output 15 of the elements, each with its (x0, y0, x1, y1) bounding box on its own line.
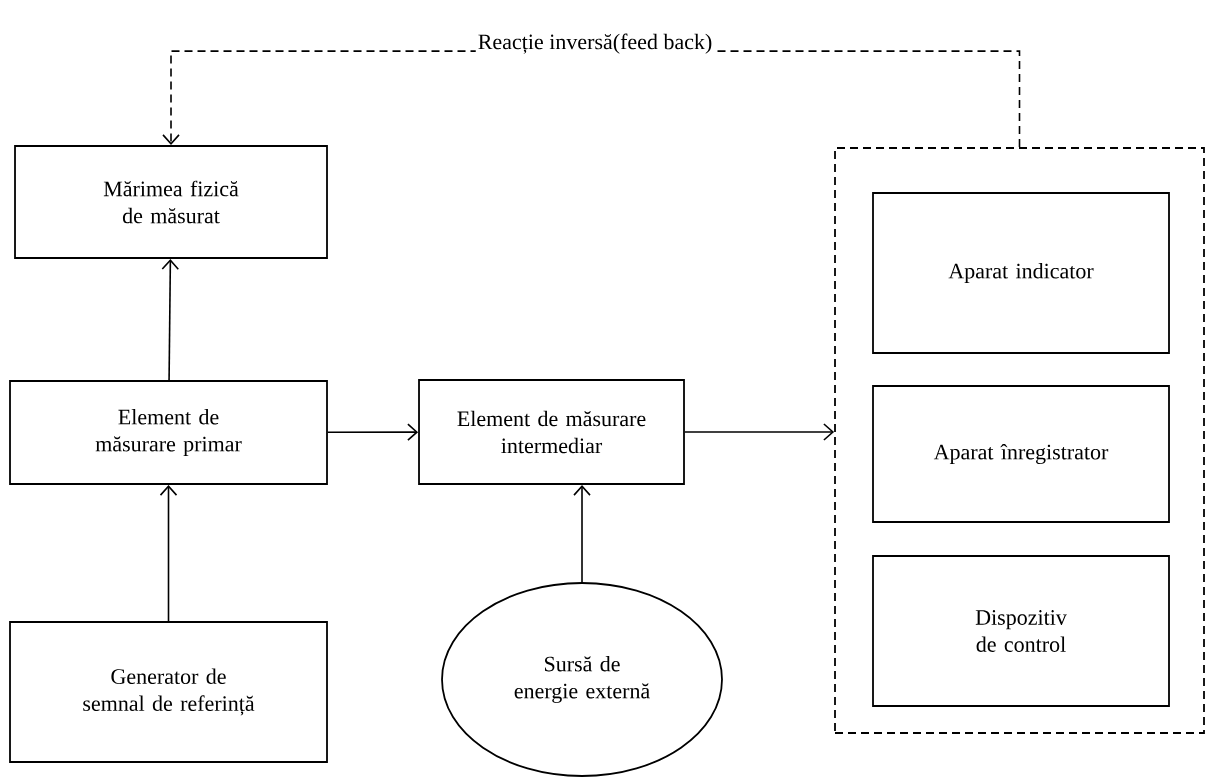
group-frame (834, 147, 1205, 734)
arrow (161, 258, 180, 381)
process-box: Generator de semnal de referință (9, 621, 328, 763)
arrow (573, 484, 591, 583)
ellipse-node: Sursă de energie externă (441, 582, 723, 777)
process-box: Element de măsurare intermediar (418, 379, 685, 485)
process-box: Dispozitiv de control (872, 555, 1170, 707)
arrow (684, 423, 835, 441)
process-box: Mărimea fizică de măsurat (14, 145, 328, 259)
process-box: Aparat înregistrator (872, 385, 1170, 523)
arrow (159, 484, 178, 622)
arrow (327, 423, 419, 441)
process-box: Aparat indicator (872, 192, 1170, 354)
process-box: Element de măsurare primar (9, 380, 328, 485)
edge-label: Reacție inversă(feed back) (475, 31, 715, 56)
